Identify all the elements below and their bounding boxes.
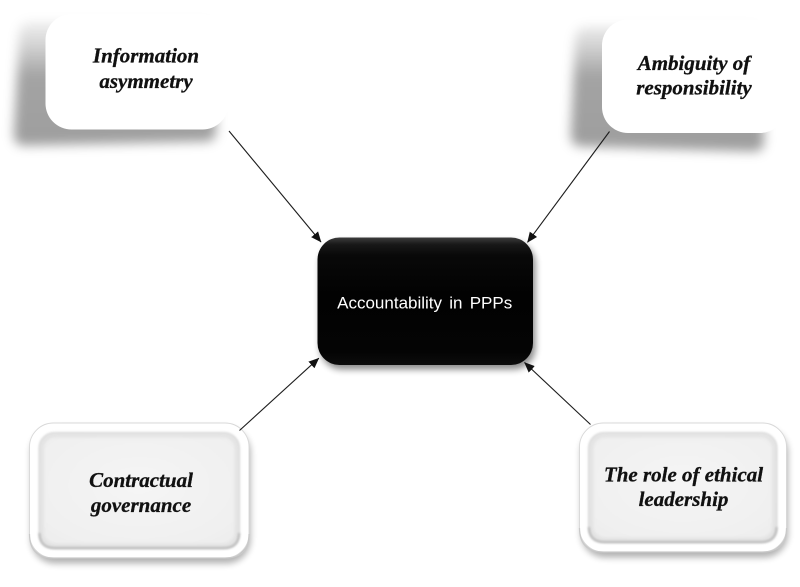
svg-text:The role of ethical: The role of ethical: [604, 463, 763, 487]
svg-text:governance: governance: [90, 493, 191, 517]
svg-text:Information: Information: [92, 44, 199, 68]
svg-text:Contractual: Contractual: [89, 468, 193, 492]
svg-text:Ambiguity of: Ambiguity of: [636, 51, 753, 75]
svg-text:responsibility: responsibility: [636, 76, 752, 100]
svg-text:asymmetry: asymmetry: [99, 69, 193, 93]
svg-text:leadership: leadership: [639, 487, 729, 511]
svg-text:Accountability in PPPs: Accountability in PPPs: [337, 293, 512, 312]
